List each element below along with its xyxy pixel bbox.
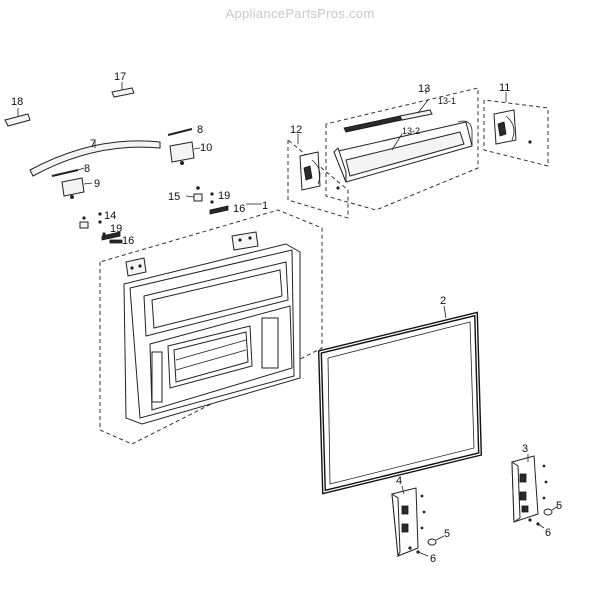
- callout-3: 3: [522, 443, 528, 455]
- part-4-hinge-bracket: [391, 485, 426, 558]
- part-7-handle: [29, 140, 161, 177]
- callout-11: 11: [499, 82, 510, 94]
- callout-19-upper: 19: [218, 190, 230, 202]
- callout-13: 13: [418, 83, 430, 95]
- callout-1: 1: [262, 200, 268, 212]
- part-2-door-gasket: [317, 305, 483, 495]
- part-17-bracket: [111, 82, 135, 98]
- part-12-bin-bracket: [287, 134, 349, 219]
- part-15-19-16-upper: [185, 186, 229, 215]
- part-9-hinge: [61, 177, 93, 199]
- callout-19-lower: 19: [110, 223, 122, 235]
- part-1-door-assembly: [99, 203, 323, 445]
- callout-13-1: 13-1: [438, 96, 456, 106]
- callout-18: 18: [11, 96, 23, 108]
- callout-12: 12: [290, 124, 302, 136]
- part-14-19-16-lower: [79, 212, 123, 244]
- part-5-6-washer-screw-right: [528, 505, 559, 529]
- callout-8-right: 8: [197, 124, 203, 136]
- callout-5-left: 5: [444, 528, 450, 540]
- callout-2: 2: [440, 295, 446, 307]
- part-5-6-washer-screw-left: [408, 535, 445, 557]
- part-11-bin-bracket: [483, 92, 549, 167]
- part-18-bracket: [4, 108, 31, 127]
- callout-8-left: 8: [84, 163, 90, 175]
- callout-6-right: 6: [545, 527, 551, 539]
- callout-16-lower: 16: [122, 235, 134, 247]
- callout-4: 4: [396, 475, 402, 487]
- part-8-pin-right: [167, 128, 193, 136]
- callout-7: 7: [90, 138, 96, 150]
- callout-13-2: 13-2: [402, 126, 420, 136]
- watermark-text: AppliancePartsPros.com: [225, 6, 375, 21]
- callout-10: 10: [200, 142, 212, 154]
- callout-15: 15: [168, 191, 180, 203]
- part-13-door-bin: [325, 87, 479, 211]
- part-8-pin-left: [51, 167, 85, 177]
- part-10-hinge: [169, 141, 201, 165]
- part-3-hinge-bracket: [511, 454, 548, 523]
- callout-16-upper: 16: [233, 203, 245, 215]
- callout-6-left: 6: [430, 553, 436, 565]
- callout-5-right: 5: [556, 500, 562, 512]
- callout-14: 14: [104, 210, 116, 222]
- callout-9: 9: [94, 178, 100, 190]
- callout-17: 17: [114, 71, 126, 83]
